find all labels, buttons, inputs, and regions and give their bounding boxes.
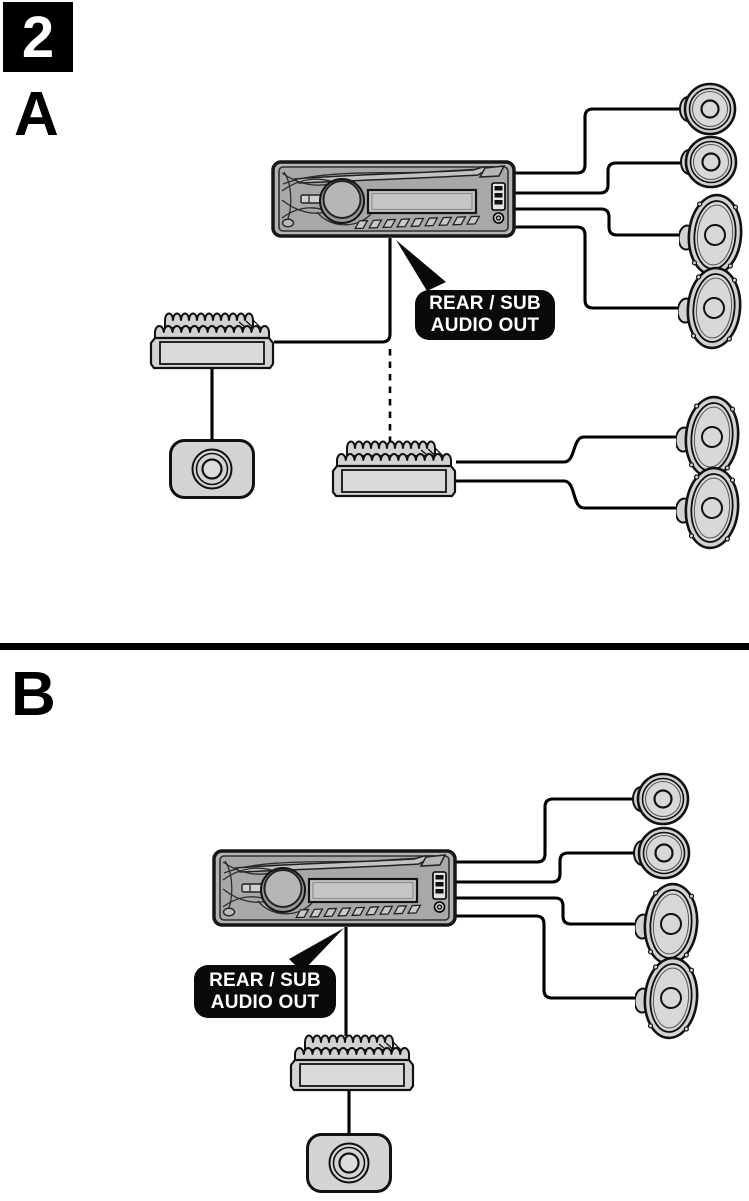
b-round-speaker-1-icon [631, 772, 690, 826]
b-oval-speaker-1-icon [635, 881, 701, 967]
a-oval-speaker-4-icon [676, 465, 742, 551]
step-number-badge: 2 [3, 2, 73, 72]
a-wire-speaker-4 [513, 225, 685, 310]
b-callout-pointer [289, 928, 344, 972]
a-rear-sub-audio-out-callout: REAR / SUB AUDIO OUT [415, 290, 555, 340]
a-head-unit-icon [271, 160, 516, 238]
a-callout-line-2: AUDIO OUT [430, 315, 540, 336]
a-wire-speaker-2 [513, 161, 684, 195]
b-subwoofer-icon [306, 1133, 392, 1193]
step-number: 2 [21, 4, 55, 70]
b-rear-sub-audio-out-callout: REAR / SUB AUDIO OUT [194, 965, 336, 1018]
b-callout-line-2: AUDIO OUT [210, 991, 320, 1013]
b-oval-speaker-2-icon [635, 955, 701, 1041]
a-amplifier-2-icon [331, 440, 457, 498]
section-b-wires [344, 797, 641, 1136]
b-amplifier-icon [289, 1034, 415, 1092]
section-a-diagram [149, 82, 745, 551]
a-callout-line-1: REAR / SUB [429, 293, 541, 315]
a-wire-speaker-1 [513, 107, 684, 175]
b-wire-speaker-3 [454, 896, 641, 926]
b-head-unit-icon [212, 849, 457, 927]
section-b-label: B [11, 660, 56, 729]
a-wire-audio-out-to-amp-1 [274, 238, 392, 344]
a-round-speaker-1-icon [678, 82, 737, 136]
section-b-diagram [212, 772, 701, 1193]
b-callout-line-1: REAR / SUB [209, 969, 321, 991]
a-wire-amp-2-to-speaker-5 [456, 435, 682, 464]
b-wire-speaker-1 [454, 797, 637, 864]
a-callout-pointer [396, 240, 446, 291]
a-wire-speaker-3 [513, 207, 686, 237]
b-wire-speaker-2 [454, 851, 638, 884]
section-a-wires [210, 107, 686, 510]
a-wire-amp-2-to-speaker-6 [456, 479, 682, 510]
a-oval-speaker-3-icon [676, 394, 742, 480]
section-divider [0, 643, 749, 650]
a-subwoofer-icon [169, 439, 255, 499]
a-round-speaker-2-icon [679, 135, 738, 189]
section-a-label: A [14, 80, 59, 149]
b-wire-speaker-4 [454, 914, 641, 1000]
a-amplifier-1-icon [149, 312, 275, 370]
b-round-speaker-2-icon [632, 826, 691, 880]
a-oval-speaker-2-icon [678, 265, 744, 351]
a-oval-speaker-1-icon [679, 192, 745, 278]
